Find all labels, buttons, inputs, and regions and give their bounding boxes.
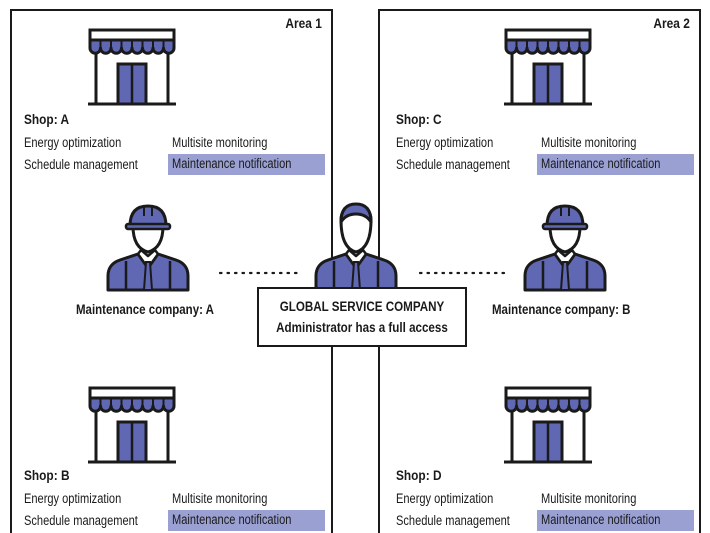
dotted-connector-right [418,271,508,275]
feature-energy-optimization: Energy optimization [396,135,494,150]
feature-multisite-monitoring: Multisite monitoring [541,135,637,150]
feature-schedule-management: Schedule management [24,157,138,172]
feature-label: Maintenance notification [172,156,292,171]
shop-title: Shop: D [396,468,442,483]
hardhat-worker-icon [100,196,196,292]
area-1-label: Area 1 [285,15,322,31]
dotted-connector-left [218,271,304,275]
shop-title: Shop: B [24,468,70,483]
feature-energy-optimization: Energy optimization [24,135,122,150]
hardhat-worker-icon [517,196,613,292]
shop-icon [502,382,594,468]
feature-multisite-monitoring: Multisite monitoring [541,491,637,506]
shop-title: Shop: C [396,112,442,127]
feature-maintenance-notification: Maintenance notification [168,510,325,531]
feature-label: Maintenance notification [541,156,661,171]
shop-icon [86,382,178,468]
administrator-icon [308,196,404,292]
feature-maintenance-notification: Maintenance notification [537,510,694,531]
shop-icon [86,24,178,110]
feature-energy-optimization: Energy optimization [24,491,122,506]
feature-maintenance-notification: Maintenance notification [168,154,325,175]
global-service-company-box: GLOBAL SERVICE COMPANY Administrator has… [257,287,467,347]
feature-label: Maintenance notification [541,512,661,527]
feature-schedule-management: Schedule management [24,513,138,528]
feature-energy-optimization: Energy optimization [396,491,494,506]
feature-maintenance-notification: Maintenance notification [537,154,694,175]
area-2-label: Area 2 [653,15,690,31]
feature-label: Maintenance notification [172,512,292,527]
shop-title: Shop: A [24,112,70,127]
shop-icon [502,24,594,110]
administrator-access-text: Administrator has a full access [276,320,448,335]
feature-schedule-management: Schedule management [396,513,510,528]
maintenance-company-a-label: Maintenance company: A [76,302,214,317]
feature-schedule-management: Schedule management [396,157,510,172]
global-service-company-title: GLOBAL SERVICE COMPANY [279,299,445,314]
feature-multisite-monitoring: Multisite monitoring [172,491,268,506]
feature-multisite-monitoring: Multisite monitoring [172,135,268,150]
maintenance-company-b-label: Maintenance company: B [492,302,631,317]
